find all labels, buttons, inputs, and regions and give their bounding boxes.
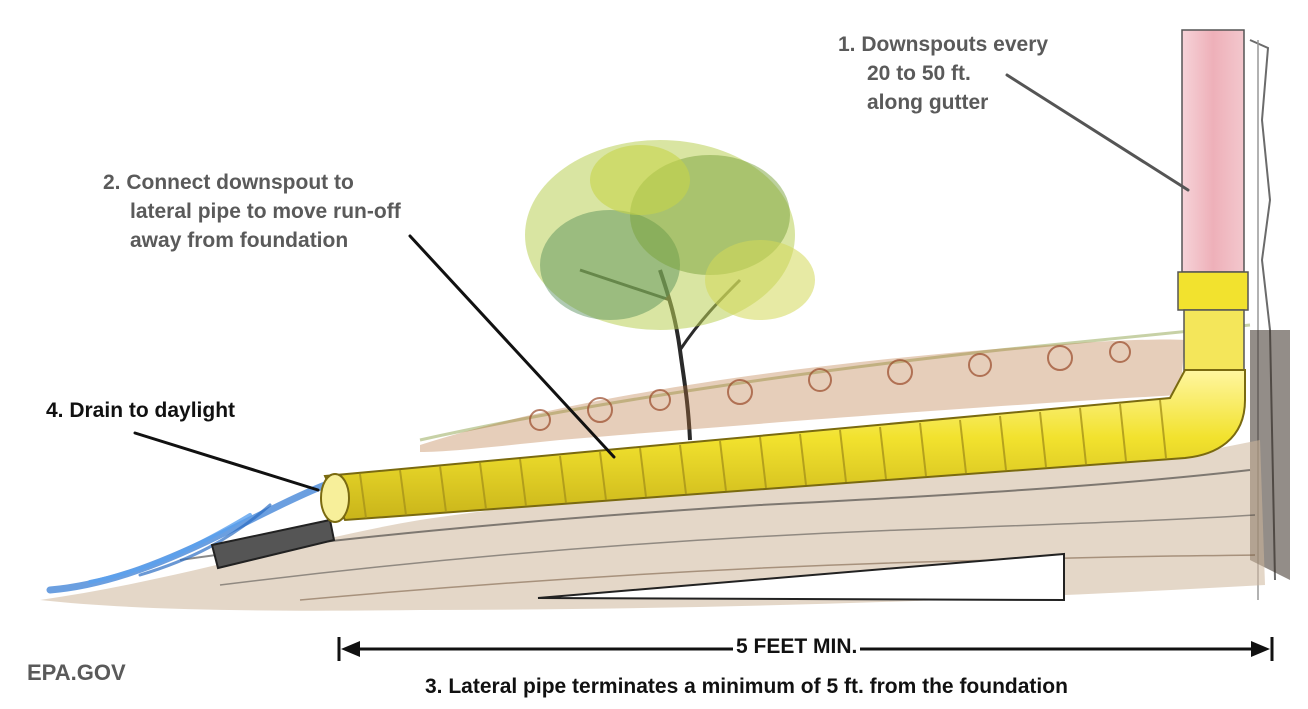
callout-terminates: 3. Lateral pipe terminates a minimum of … — [425, 675, 1068, 698]
callout-connect-line-3: away from foundation — [130, 229, 349, 252]
callout-downspouts-line-3: along gutter — [867, 91, 989, 114]
callout-connect: 2. Connect downspout to lateral pipe to … — [103, 168, 401, 255]
callout-downspouts-line-1: 1. Downspouts every — [838, 33, 1049, 56]
lateral-pipe — [320, 369, 1246, 523]
downspout — [1177, 29, 1249, 381]
callout-downspouts: 1. Downspouts every 20 to 50 ft. along g… — [838, 30, 1048, 117]
dimension-label: 5 FEET MIN. — [733, 632, 861, 661]
callout-daylight: 4. Drain to daylight — [46, 399, 236, 422]
slope-wedge — [537, 552, 1065, 602]
callout-connect-line-2: lateral pipe to move run-off — [130, 200, 401, 223]
callout-downspouts-line-2: 20 to 50 ft. — [867, 62, 971, 85]
source-credit: EPA.GOV — [27, 660, 126, 685]
water-flow — [46, 481, 329, 594]
tree — [525, 140, 815, 441]
leader-lines — [133, 73, 1190, 492]
mulch-bed — [420, 339, 1185, 452]
splash-block — [210, 518, 336, 570]
callout-connect-line-1: 2. Connect downspout to — [103, 171, 354, 194]
